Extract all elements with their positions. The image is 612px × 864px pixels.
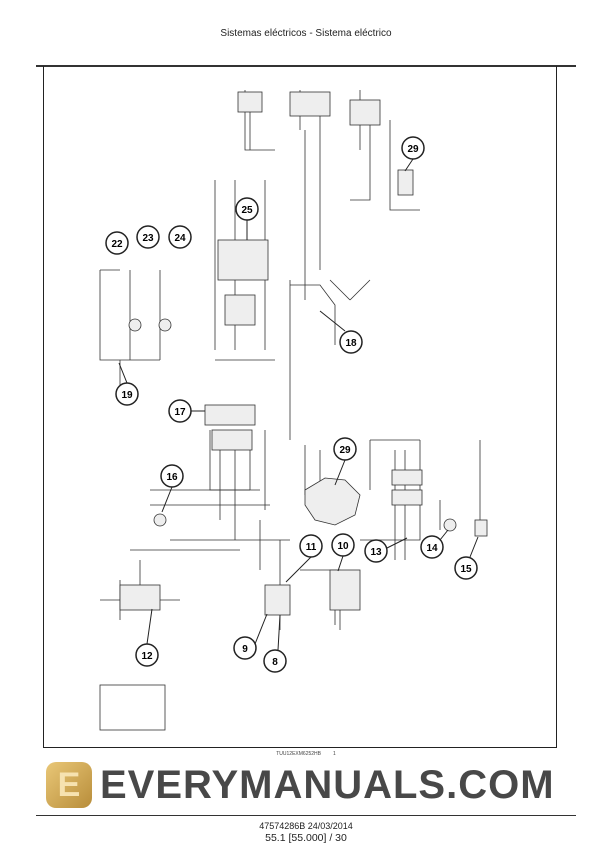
callout-8: 8 [263, 649, 287, 673]
svg-text:15: 15 [460, 564, 472, 575]
connector-block [397, 169, 414, 196]
lamp-icon [128, 318, 142, 332]
svg-text:17: 17 [174, 407, 186, 418]
svg-text:16: 16 [166, 472, 178, 483]
connector-block [289, 91, 331, 117]
callout-12: 12 [135, 643, 159, 667]
components [99, 91, 488, 731]
svg-text:8: 8 [272, 657, 278, 668]
relay [329, 569, 361, 611]
svg-text:14: 14 [426, 543, 438, 554]
callout-10: 10 [331, 533, 355, 557]
callout-29: 29 [401, 136, 425, 160]
watermark-text: EVERYMANUALS.COM [100, 763, 555, 807]
sensor [474, 519, 488, 537]
svg-text:18: 18 [345, 338, 357, 349]
connector-block [119, 584, 161, 611]
figure-code: TUU12EXM6252HB [276, 751, 321, 757]
callout-24: 24 [168, 225, 192, 249]
connector-block [224, 294, 256, 326]
callout-17: 17 [168, 399, 192, 423]
connector-block [391, 469, 423, 486]
connector-block [237, 91, 263, 113]
connector-block [349, 99, 381, 126]
svg-text:23: 23 [142, 233, 154, 244]
switch-table [99, 684, 166, 731]
callout-14: 14 [420, 535, 444, 559]
leader-lines [118, 158, 479, 651]
relay [264, 584, 291, 616]
watermark-logo: E [46, 762, 92, 808]
callout-23: 23 [136, 225, 160, 249]
svg-text:11: 11 [306, 542, 317, 553]
connector-block [211, 429, 253, 451]
svg-text:29: 29 [407, 144, 419, 155]
callout-11: 11 [299, 534, 323, 558]
svg-text:29: 29 [339, 445, 351, 456]
footer-page-ref: 55.1 [55.000] / 30 [265, 832, 347, 844]
callout-25: 25 [235, 197, 259, 221]
callout-13: 13 [364, 539, 388, 563]
svg-text:24: 24 [174, 233, 186, 244]
lamp-icon [443, 518, 457, 532]
callout-29-b: 29 [333, 437, 357, 461]
callouts: 22 23 24 25 29 18 19 17 29 16 11 10 13 1… [105, 136, 478, 673]
callout-15: 15 [454, 556, 478, 580]
figure-frame [43, 66, 557, 748]
svg-text:22: 22 [111, 239, 123, 250]
svg-text:12: 12 [141, 651, 153, 662]
svg-text:9: 9 [242, 644, 248, 655]
watermark-logo-letter: E [57, 765, 81, 804]
callout-9: 9 [233, 636, 257, 660]
connector-block [391, 489, 423, 506]
svg-text:13: 13 [370, 547, 382, 558]
svg-text:19: 19 [121, 390, 133, 401]
octagon-connector [304, 477, 361, 526]
footer-doc-ref: 47574286B 24/03/2014 [259, 821, 353, 831]
connector-block [204, 404, 256, 426]
callout-22: 22 [105, 231, 129, 255]
header-rule [36, 65, 576, 67]
callout-19: 19 [115, 382, 139, 406]
lamp-icon [158, 318, 172, 332]
callout-18: 18 [339, 330, 363, 354]
callout-16: 16 [160, 464, 184, 488]
svg-text:25: 25 [241, 205, 253, 216]
lamp-icon [153, 513, 167, 527]
figure-caption: TUU12EXM6252HB 1 [0, 751, 612, 757]
figure-number: 1 [332, 751, 336, 757]
connector-block [217, 239, 269, 281]
footer-rule [36, 815, 576, 816]
page-header-title: Sistemas eléctricos - Sistema eléctrico [220, 28, 392, 39]
svg-text:10: 10 [337, 541, 349, 552]
